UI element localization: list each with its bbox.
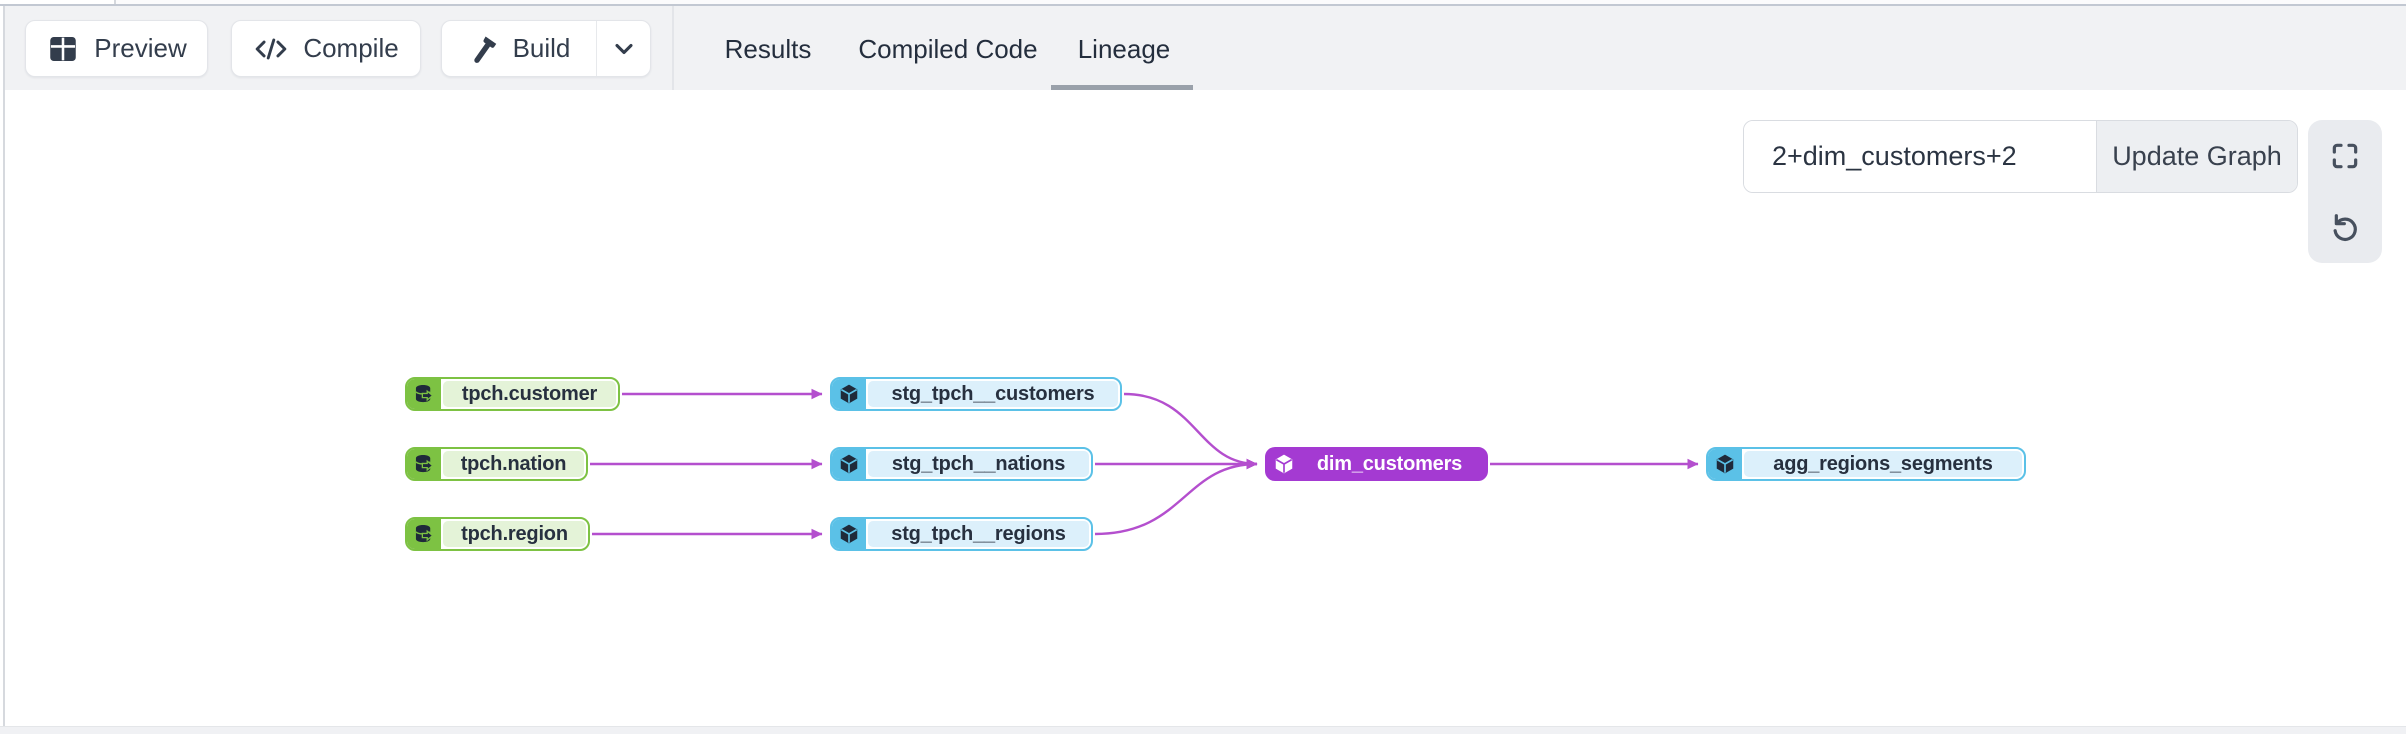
node-label: stg_tpch__nations [868, 451, 1089, 477]
file-tab-strip [0, 0, 2406, 6]
source-database-icon [407, 519, 441, 549]
source-database-icon [407, 449, 441, 479]
node-stg_tpch__regions[interactable]: stg_tpch__regions [830, 517, 1093, 551]
pane-left-border [3, 6, 5, 726]
graph-view-controls [2308, 120, 2382, 263]
build-button-label: Build [512, 33, 571, 63]
model-cube-icon [832, 519, 866, 549]
active-file-tab-edge [0, 0, 116, 4]
build-options-dropdown[interactable] [596, 21, 650, 76]
reset-view-icon[interactable] [2322, 204, 2368, 250]
node-label: tpch.customer [443, 381, 616, 407]
compile-button[interactable]: Compile [231, 20, 421, 77]
chevron-down-icon [610, 35, 638, 63]
tab-lineage[interactable]: Lineage [1077, 34, 1171, 64]
tab-results[interactable]: Results [724, 34, 812, 64]
model-cube-icon [832, 379, 866, 409]
preview-button-label: Preview [94, 33, 187, 63]
node-tpch.nation[interactable]: tpch.nation [405, 447, 588, 481]
node-label: dim_customers [1316, 452, 1463, 475]
model-cube-icon [1708, 449, 1742, 479]
ide-toolbar: Preview Compile Build Results Compiled [5, 6, 2406, 90]
status-strip [0, 726, 2406, 734]
node-label: agg_regions_segments [1744, 451, 2022, 477]
source-database-icon [407, 379, 441, 409]
node-agg_regions_segments[interactable]: agg_regions_segments [1706, 447, 2026, 481]
edge-stg_tpch__regions-to-dim_customers [1094, 458, 1258, 536]
fullscreen-icon[interactable] [2322, 133, 2368, 179]
node-dim_customers[interactable]: dim_customers [1265, 447, 1488, 481]
tab-compiled-code[interactable]: Compiled Code [858, 34, 1038, 64]
node-stg_tpch__customers[interactable]: stg_tpch__customers [830, 377, 1122, 411]
update-graph-button[interactable]: Update Graph [2096, 121, 2297, 192]
node-label: tpch.region [443, 521, 586, 547]
table-grid-icon [46, 32, 80, 66]
model-cube-icon [832, 449, 866, 479]
node-stg_tpch__nations[interactable]: stg_tpch__nations [830, 447, 1093, 481]
build-button[interactable]: Build [442, 21, 596, 76]
node-tpch.region[interactable]: tpch.region [405, 517, 590, 551]
compile-button-label: Compile [303, 33, 399, 63]
toolbar-divider [672, 6, 674, 90]
node-label: tpch.nation [443, 451, 584, 477]
build-split-button: Build [441, 20, 651, 77]
active-tab-underline [1051, 85, 1193, 90]
node-label: stg_tpch__regions [868, 521, 1089, 547]
preview-button[interactable]: Preview [25, 20, 208, 77]
lineage-selector-input[interactable] [1744, 121, 2096, 192]
node-label: stg_tpch__customers [868, 381, 1118, 407]
edge-stg_tpch__customers-to-dim_customers [1123, 392, 1258, 470]
hammer-icon [468, 33, 500, 65]
lineage-selector-group: Update Graph [1743, 120, 2298, 193]
node-tpch.customer[interactable]: tpch.customer [405, 377, 620, 411]
code-icon [253, 32, 289, 66]
model-cube-icon [1267, 449, 1301, 479]
